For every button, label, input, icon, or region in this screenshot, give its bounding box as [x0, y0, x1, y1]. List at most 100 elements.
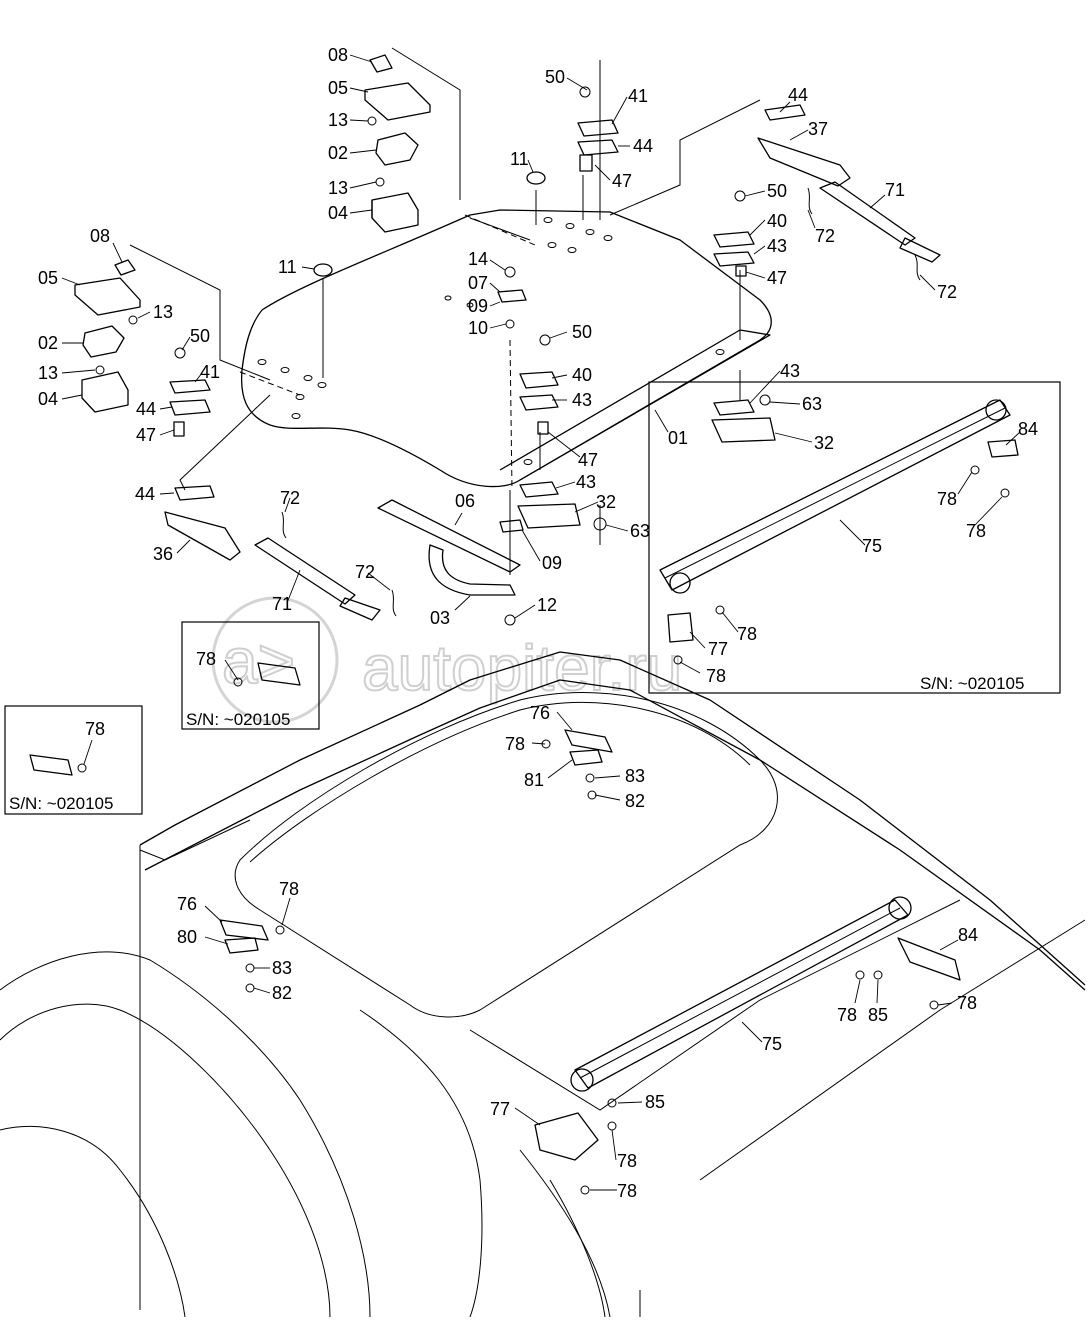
inset-boxes — [4, 381, 1061, 815]
callout-76: 76 — [530, 703, 550, 723]
watermark-logo-text: a> — [222, 625, 295, 697]
roof-hatch-plate — [240, 209, 772, 488]
callout-50: 50 — [767, 181, 787, 201]
callout-43: 43 — [576, 472, 596, 492]
callout-85: 85 — [645, 1092, 665, 1112]
callout-72: 72 — [815, 226, 835, 246]
callout-78: 78 — [279, 879, 299, 899]
gas-spring-left — [164, 485, 397, 621]
callout-04: 04 — [38, 389, 58, 409]
callout-50: 50 — [545, 67, 565, 87]
callout-13: 13 — [328, 178, 348, 198]
callout-78: 78 — [196, 649, 216, 669]
callout-11: 11 — [278, 257, 297, 277]
callout-09: 09 — [468, 296, 488, 316]
callout-78: 78 — [966, 521, 986, 541]
callout-40: 40 — [572, 365, 592, 385]
inset-box-left — [4, 705, 143, 815]
roller-shade-lower — [534, 896, 961, 1195]
callout-78: 78 — [937, 489, 957, 509]
callout-11: 11 — [510, 149, 529, 169]
callout-82: 82 — [272, 983, 292, 1003]
callout-12: 12 — [537, 595, 557, 615]
gas-spring-right — [757, 104, 941, 281]
callout-14: 14 — [468, 249, 488, 269]
callout-labels: 08 05 13 02 13 04 08 05 13 02 13 04 11 1… — [9, 45, 1038, 1201]
callout-80: 80 — [177, 927, 197, 947]
latch-assembly-top — [364, 54, 431, 233]
callout-72: 72 — [280, 488, 300, 508]
assembly-lines — [129, 47, 761, 575]
callout-78: 78 — [617, 1151, 637, 1171]
callout-05: 05 — [328, 78, 348, 98]
cab-body — [0, 651, 1086, 1318]
callout-84: 84 — [958, 925, 978, 945]
callout-72: 72 — [937, 282, 957, 302]
callout-78: 78 — [617, 1181, 637, 1201]
callout-50: 50 — [572, 322, 592, 342]
callout-02: 02 — [328, 143, 348, 163]
callout-32: 32 — [814, 433, 834, 453]
serial-note-right: S/N: ~020105 — [920, 674, 1024, 693]
callout-85: 85 — [868, 1005, 888, 1025]
callout-07: 07 — [468, 273, 488, 293]
callout-72: 72 — [355, 562, 375, 582]
callout-47: 47 — [612, 171, 632, 191]
callout-08: 08 — [90, 226, 110, 246]
callout-44: 44 — [633, 136, 653, 156]
callout-09: 09 — [542, 553, 562, 573]
callout-36: 36 — [153, 544, 173, 564]
callout-43: 43 — [767, 236, 787, 256]
callout-77: 77 — [490, 1099, 510, 1119]
callout-05: 05 — [38, 268, 58, 288]
callout-13: 13 — [38, 363, 58, 383]
callout-71: 71 — [885, 180, 905, 200]
callout-03: 03 — [430, 608, 450, 628]
leader-lines — [61, 54, 1021, 1191]
latch-assembly-left — [74, 259, 141, 413]
callout-82: 82 — [625, 791, 645, 811]
callout-37: 37 — [808, 119, 828, 139]
callout-81: 81 — [524, 770, 544, 790]
callout-83: 83 — [625, 766, 645, 786]
callout-47: 47 — [767, 268, 787, 288]
inset-box-right — [648, 381, 1061, 694]
callout-47: 47 — [578, 450, 598, 470]
callout-63: 63 — [630, 521, 650, 541]
callout-50: 50 — [190, 326, 210, 346]
hinge-brackets — [219, 729, 613, 993]
callout-40: 40 — [767, 211, 787, 231]
callout-13: 13 — [328, 110, 348, 130]
callout-10: 10 — [468, 318, 488, 338]
callout-78: 78 — [737, 624, 757, 644]
callout-41: 41 — [628, 86, 648, 106]
callout-43: 43 — [572, 390, 592, 410]
callout-78: 78 — [706, 666, 726, 686]
callout-44: 44 — [135, 484, 155, 504]
callout-32: 32 — [596, 492, 616, 512]
callout-43: 43 — [780, 361, 800, 381]
callout-78: 78 — [837, 1005, 857, 1025]
callout-71: 71 — [272, 594, 292, 614]
callout-75: 75 — [862, 536, 882, 556]
callout-08: 08 — [328, 45, 348, 65]
callout-13: 13 — [153, 302, 173, 322]
callout-76: 76 — [177, 894, 197, 914]
callout-44: 44 — [136, 399, 156, 419]
roller-shade-upper — [659, 399, 1019, 665]
callout-02: 02 — [38, 333, 58, 353]
callout-47: 47 — [136, 425, 156, 445]
callout-06: 06 — [455, 491, 475, 511]
callout-41: 41 — [200, 362, 220, 382]
callout-63: 63 — [802, 394, 822, 414]
callout-78: 78 — [957, 993, 977, 1013]
callout-44: 44 — [788, 85, 808, 105]
callout-78: 78 — [85, 719, 105, 739]
callout-84: 84 — [1018, 419, 1038, 439]
serial-note-left: S/N: ~020105 — [9, 794, 113, 813]
callout-78: 78 — [505, 734, 525, 754]
callout-04: 04 — [328, 203, 348, 223]
callout-83: 83 — [272, 958, 292, 978]
